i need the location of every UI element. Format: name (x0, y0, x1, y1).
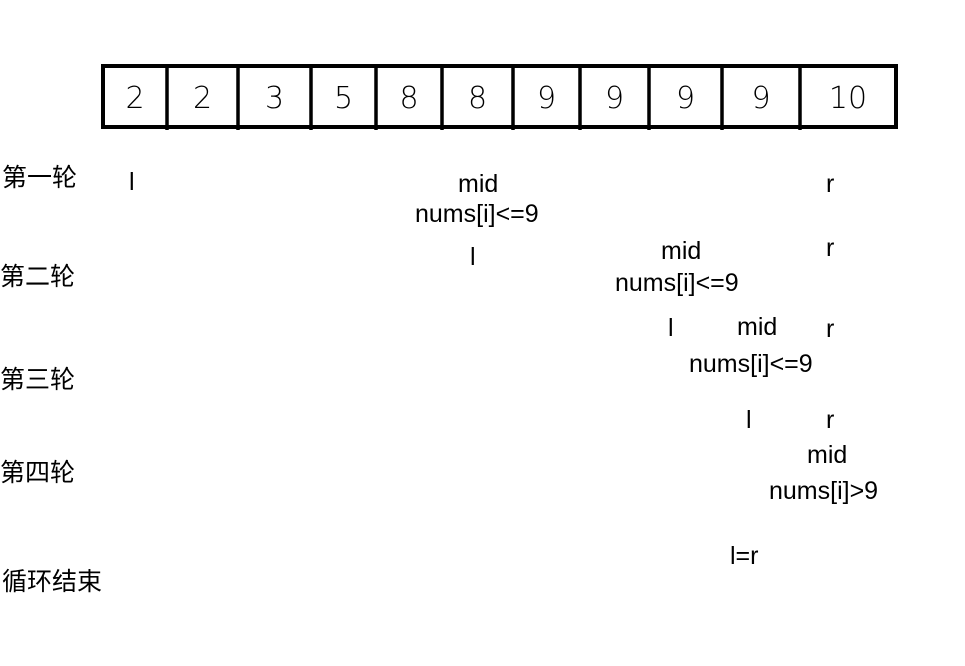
array-cell-value: 9 (537, 81, 556, 116)
array-cell-value: 10 (829, 81, 867, 116)
loop-end-marker: l=r (730, 542, 759, 570)
round-4-mid-marker: mid (807, 441, 848, 469)
round-3-compare: nums[i]<=9 (689, 350, 813, 378)
round-1-compare: nums[i]<=9 (415, 200, 539, 228)
array-cell-value: 2 (125, 81, 144, 116)
round-4-r-marker: r (826, 406, 835, 434)
round-1-r-marker: r (826, 170, 835, 198)
round-3-r-marker: r (826, 315, 835, 343)
array-cell-value: 2 (193, 81, 212, 116)
round-4-l-marker: l (746, 406, 752, 434)
array-cell-value: 9 (676, 81, 695, 116)
round-4-label: 第四轮 (0, 459, 76, 487)
array-cells: 2 2 3 5 8 8 9 9 9 9 10 (101, 64, 898, 130)
round-2-l-marker: l (470, 243, 476, 271)
array-outline (101, 64, 898, 129)
array-cell-value: 5 (334, 81, 353, 116)
round-1-l-marker: l (129, 168, 135, 196)
array-cell-value: 9 (605, 81, 624, 116)
round-3-l-marker: l (668, 314, 674, 342)
round-3-label: 第三轮 (0, 366, 76, 394)
round-2-mid-marker: mid (661, 237, 702, 265)
round-2-r-marker: r (826, 234, 835, 262)
round-4-compare: nums[i]>9 (769, 477, 879, 505)
round-1-mid-marker: mid (458, 170, 499, 198)
round-3-mid-marker: mid (737, 313, 778, 341)
array-cell-value: 8 (399, 81, 418, 116)
loop-end-label: 循环结束 (2, 568, 103, 596)
array-cell-value: 9 (751, 81, 770, 116)
round-2-compare: nums[i]<=9 (615, 269, 739, 297)
round-1-label: 第一轮 (2, 164, 78, 192)
round-2-label: 第二轮 (0, 263, 76, 291)
array-cell-value: 3 (265, 81, 284, 116)
array-cell-value: 8 (468, 81, 487, 116)
